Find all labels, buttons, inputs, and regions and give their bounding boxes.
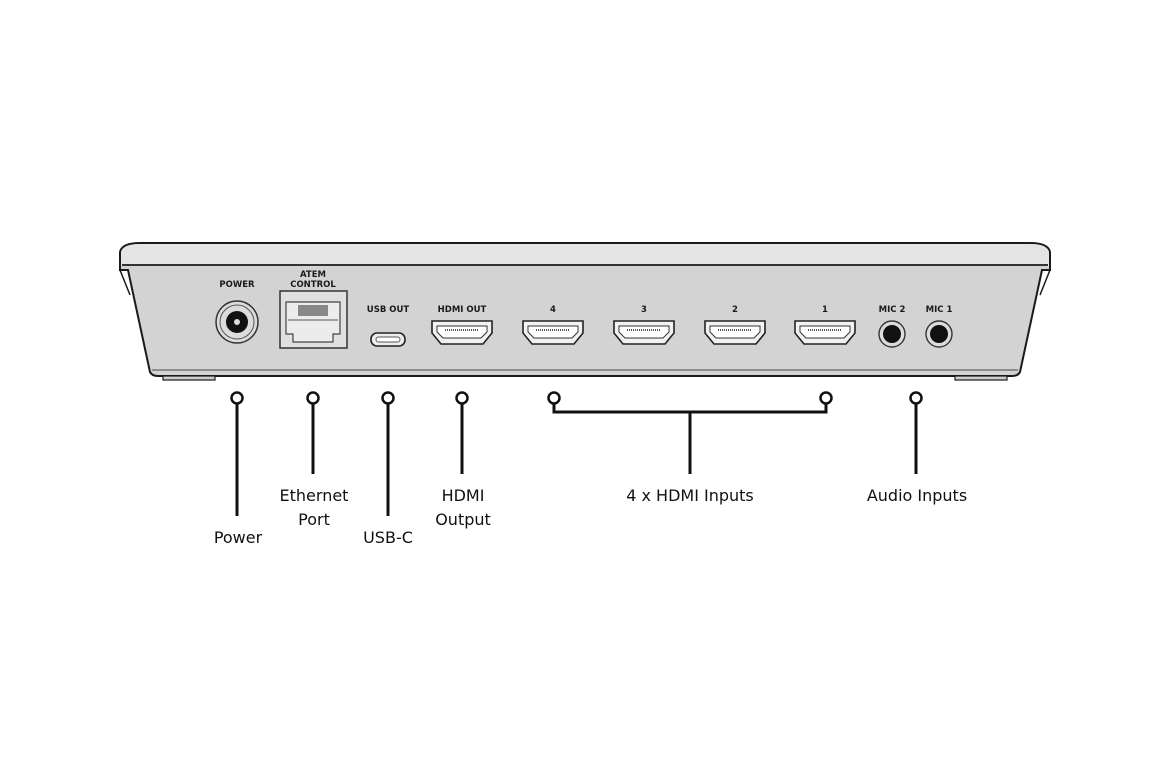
atem-control-label-line1: ATEM	[300, 270, 326, 280]
callout-ethernet-label-line1: Ethernet	[280, 486, 349, 505]
atem-control-label-line2: CONTROL	[290, 280, 336, 290]
usb-c-port: USB OUT	[367, 305, 410, 347]
hdmi-out-port: HDMI OUT	[431, 305, 493, 345]
callout-hdmi-output-label-line2: Output	[435, 510, 491, 529]
hdmi-input-3-label: 3	[641, 305, 647, 315]
power-port: POWER	[215, 280, 259, 344]
hdmi-out-label: HDMI OUT	[438, 305, 487, 315]
mic-1-port: MIC 1	[925, 305, 953, 348]
hdmi-input-1-port: 1	[794, 305, 856, 345]
callout-audio-inputs: Audio Inputs	[867, 391, 967, 505]
hdmi-input-1-label: 1	[822, 305, 828, 315]
hdmi-input-4-label: 4	[550, 305, 556, 315]
mic-2-label: MIC 2	[879, 305, 906, 315]
ethernet-port: ATEM CONTROL	[279, 270, 348, 349]
callout-usb-c: USB-C	[363, 391, 413, 547]
usb-out-label: USB OUT	[367, 305, 410, 315]
hdmi-input-4-port: 4	[522, 305, 584, 345]
power-port-label: POWER	[219, 280, 255, 290]
hdmi-input-3-port: 3	[613, 305, 675, 345]
mic-2-port: MIC 2	[878, 305, 906, 348]
callout-hdmi-inputs-label: 4 x HDMI Inputs	[626, 486, 754, 505]
callout-ethernet-label-line2: Port	[298, 510, 330, 529]
callout-audio-inputs-label: Audio Inputs	[867, 486, 967, 505]
callout-ethernet: Ethernet Port	[280, 391, 349, 529]
hdmi-input-2-port: 2	[704, 305, 766, 345]
callout-hdmi-output: HDMI Output	[435, 391, 491, 529]
callout-power-label: Power	[214, 528, 263, 547]
callout-power: Power	[214, 391, 263, 547]
hdmi-input-2-label: 2	[732, 305, 738, 315]
mic-1-label: MIC 1	[926, 305, 953, 315]
device-body	[119, 242, 1051, 381]
callout-hdmi-inputs: 4 x HDMI Inputs	[547, 391, 833, 505]
callout-hdmi-output-label-line1: HDMI	[442, 486, 485, 505]
callout-usb-c-label: USB-C	[363, 528, 413, 547]
